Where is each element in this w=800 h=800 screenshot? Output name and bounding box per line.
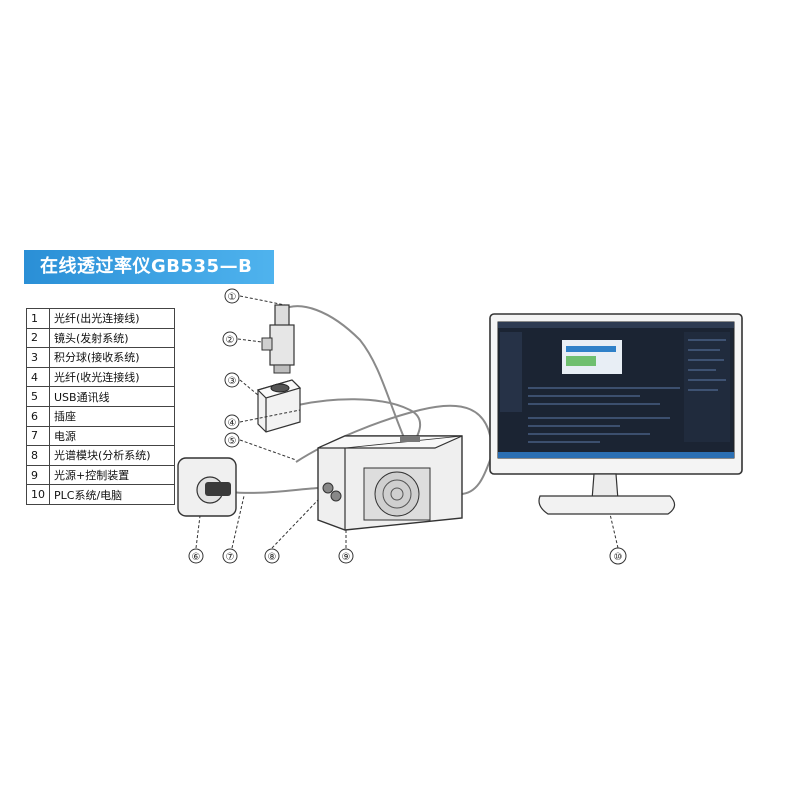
- callouts: ① ② ③ ④ ⑤ ⑥ ⑦ ⑧ ⑨ ⑩: [188, 288, 627, 565]
- title-banner: 在线透过率仪GB535—B: [24, 250, 274, 284]
- legend-label: 插座: [49, 405, 175, 427]
- legend-label: PLC系统/电脑: [49, 484, 175, 505]
- page-title: 在线透过率仪GB535—B: [40, 256, 253, 277]
- callout-label: ⑧: [268, 552, 277, 563]
- callout-label: ②: [226, 335, 235, 346]
- control-device: [317, 435, 463, 531]
- callout-7: ⑦: [222, 548, 238, 564]
- callout-label: ⑦: [226, 552, 235, 563]
- legend-label: 镜头(发射系统): [49, 327, 175, 349]
- fiber-out-cable: [281, 305, 406, 441]
- monitor: [489, 313, 743, 515]
- callout-label: ⑩: [614, 552, 623, 563]
- callout-label: ④: [228, 418, 237, 429]
- callout-label: ⑤: [228, 436, 237, 447]
- integrating-sphere: [256, 379, 302, 433]
- callout-3: ③: [224, 372, 240, 388]
- callout-4: ④: [224, 414, 240, 430]
- fan-icon: [374, 471, 420, 517]
- callout-label: ①: [228, 292, 237, 303]
- legend-label: 电源: [49, 425, 175, 447]
- callout-6: ⑥: [188, 548, 204, 564]
- legend-label: 光纤(出光连接线): [49, 308, 175, 329]
- lens-unit: [261, 304, 295, 374]
- callout-8: ⑧: [264, 548, 280, 564]
- callout-leaders: [195, 295, 619, 549]
- monitor-base: [538, 495, 676, 515]
- callout-5: ⑤: [224, 432, 240, 448]
- power-socket: [177, 457, 237, 517]
- device-to-pc-cable: [459, 454, 493, 495]
- callout-label: ⑨: [342, 552, 351, 563]
- callout-2: ②: [222, 331, 238, 347]
- callout-1: ①: [224, 288, 240, 304]
- callout-10: ⑩: [609, 547, 627, 565]
- callout-label: ⑥: [192, 552, 201, 563]
- callout-9: ⑨: [338, 548, 354, 564]
- callout-label: ③: [228, 376, 237, 387]
- power-cable: [229, 487, 319, 494]
